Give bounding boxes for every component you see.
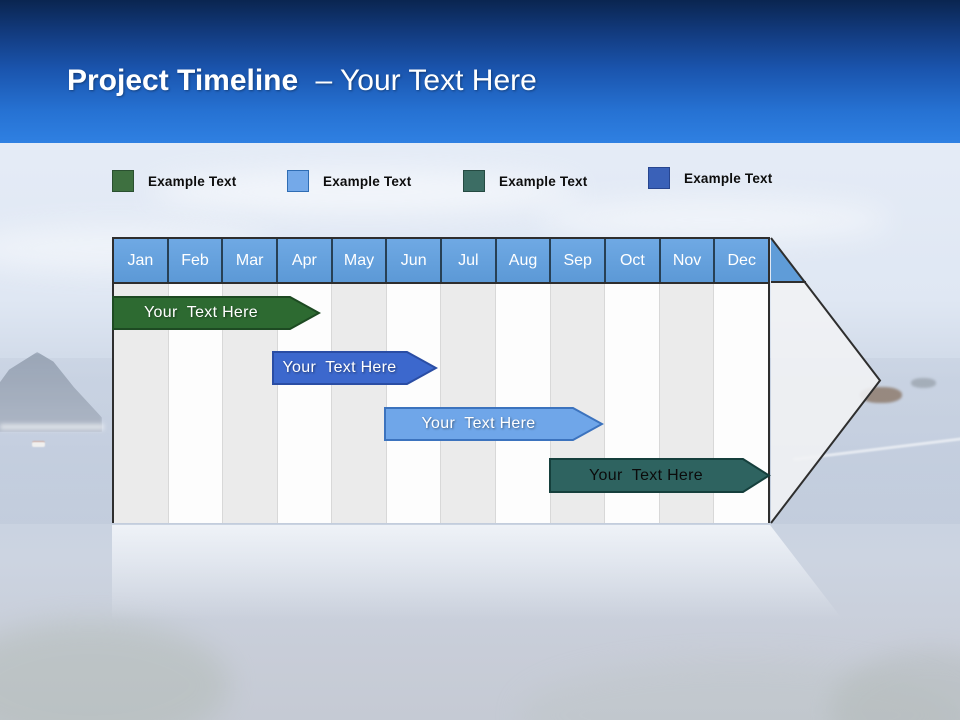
background-cloud [540, 200, 890, 240]
month-cell[interactable]: Feb [168, 239, 224, 282]
legend-label: Example Text [684, 170, 773, 186]
bar-label[interactable]: Your Text Here [282, 359, 397, 376]
slide-title[interactable]: Project Timeline – Your Text Here [67, 61, 537, 101]
timeline-column [332, 284, 387, 523]
background-boat [32, 441, 45, 447]
bar-label[interactable]: Your Text Here [144, 304, 258, 321]
bar-shape [549, 458, 771, 493]
month-cell[interactable]: Aug [496, 239, 552, 282]
bar-label[interactable]: Your Text Here [421, 415, 536, 432]
timeline-column [496, 284, 551, 523]
background-shoreline [0, 424, 104, 430]
legend-label: Example Text [323, 173, 412, 189]
month-cell[interactable]: Dec [715, 239, 769, 282]
timeline-column [441, 284, 497, 523]
legend-swatch-blue [648, 167, 670, 189]
legend-swatch-green [112, 170, 134, 192]
legend-item[interactable]: Example Text [648, 166, 772, 190]
legend-item[interactable]: Example Text [287, 169, 411, 193]
month-cell[interactable]: Jan [114, 239, 169, 282]
month-cell[interactable]: Jun [387, 239, 443, 282]
month-header-row: Jan Feb Mar Apr May Jun Jul Aug Sep Oct … [114, 239, 769, 284]
bar-shape [112, 296, 321, 330]
month-cell[interactable]: Sep [551, 239, 607, 282]
timeline-bar-2[interactable]: Your Text Here [272, 351, 438, 385]
background-haze [830, 650, 960, 720]
title-light-text: – Your Text Here [315, 64, 537, 97]
title-bold-text: Project Timeline [67, 64, 299, 97]
header-band: Project Timeline – Your Text Here [0, 0, 960, 143]
timeline-column [386, 284, 442, 523]
legend-label: Example Text [499, 173, 588, 189]
legend-swatch-lightblue [287, 170, 309, 192]
month-cell[interactable]: Nov [660, 239, 716, 282]
timeline-bar-1[interactable]: Your Text Here [112, 296, 321, 330]
bar-shape [272, 351, 438, 385]
arrow-tip-fill [771, 238, 880, 523]
bar-shape [384, 407, 604, 441]
background-islet [911, 378, 936, 388]
legend-item[interactable]: Example Text [463, 169, 587, 193]
background-haze [0, 620, 230, 720]
month-cell[interactable]: Mar [223, 239, 279, 282]
timeline-bar-4[interactable]: Your Text Here [549, 458, 771, 493]
legend-item[interactable]: Example Text [112, 169, 236, 193]
month-cell[interactable]: Apr [278, 239, 333, 282]
legend-swatch-teal [463, 170, 485, 192]
month-cell[interactable]: May [332, 239, 388, 282]
arrow-tip-outline [770, 237, 882, 524]
legend-label: Example Text [148, 173, 237, 189]
timeline-reflection [112, 525, 843, 620]
timeline-bar-3[interactable]: Your Text Here [384, 407, 604, 441]
month-cell[interactable]: Jul [442, 239, 497, 282]
background-cloud [150, 170, 580, 214]
timeline-arrow-tip [770, 237, 882, 524]
month-cell[interactable]: Oct [606, 239, 661, 282]
bar-label[interactable]: Your Text Here [589, 466, 703, 484]
